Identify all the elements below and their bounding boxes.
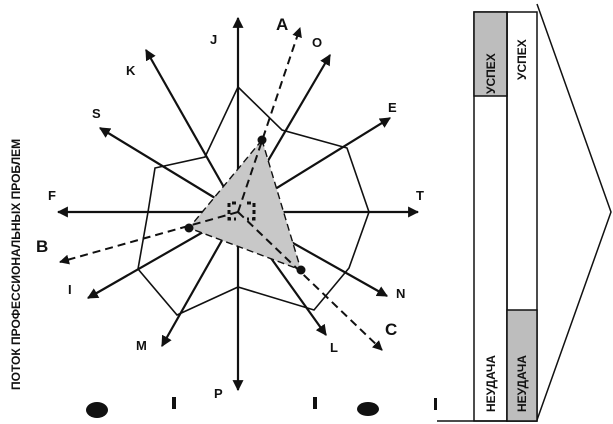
column-1-success-label: УСПЕХ [484,53,498,94]
bottom-fragments [86,397,437,418]
axis-label-T: T [416,188,424,203]
axis-label-F: F [48,188,56,203]
axis-label-P: P [214,386,223,401]
axis-label-O: O [312,35,322,50]
axis-label-S: S [92,106,101,121]
outcome-columns: УСПЕХ НЕУДАЧА УСПЕХ НЕУДАЧА [437,3,612,422]
vertex-dot-c [296,265,306,275]
axis-label-E: E [388,100,397,115]
column-2-failure-label: НЕУДАЧА [515,355,529,412]
column-2-success-label: УСПЕХ [515,39,529,80]
axis-C-line [237,211,383,351]
axis-label-L: L [330,340,338,355]
axis-B-line [59,211,239,265]
vertex-dot-a [257,135,267,145]
axis-label-N: N [396,286,405,301]
fragment-bar-1 [172,397,176,409]
vertex-dots [184,135,306,275]
axis-label-K: K [126,63,136,78]
shaded-triangle [187,138,303,272]
axis-A-line [237,27,302,213]
axis-K-line [145,49,239,213]
axis-label-C: C [385,320,397,339]
axis-label-M: M [136,338,147,353]
fragment-bar-3 [434,398,437,410]
center-symbol [227,201,256,221]
profile-polygon [137,85,370,316]
fragment-bar-2 [313,397,317,409]
axis-label-J: J [210,32,217,47]
axis-label-B: B [36,237,48,256]
column-2-failure-block [506,309,538,422]
column-1-success-block [473,11,508,97]
axis-labels: J O E T N L P M I F S K A B C [36,15,424,401]
column-1-failure-label: НЕУДАЧА [484,355,498,412]
fragment-o-right [357,402,379,416]
fragment-o-left [86,402,108,418]
axis-label-A: A [276,15,288,34]
arrow-wedge [536,3,612,421]
vertex-dot-b [184,223,194,233]
dashed-axes [59,27,383,351]
axis-label-I: I [68,282,72,297]
side-label: ПОТОК ПРОФЕССИОНАЛЬНЫХ ПРОБЛЕМ [9,139,23,390]
